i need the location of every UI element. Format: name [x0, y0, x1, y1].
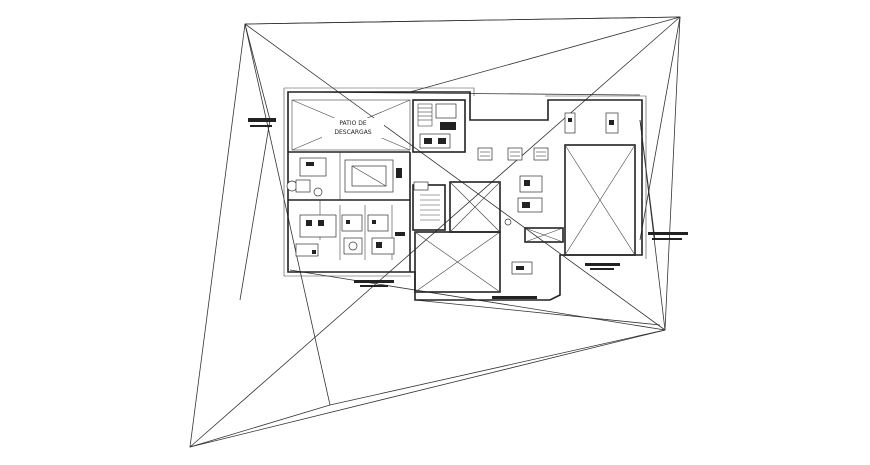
elevator	[435, 103, 457, 119]
dimension-mark	[585, 263, 620, 266]
roof-area-small	[524, 227, 564, 243]
right-equipment	[477, 112, 619, 275]
chair	[286, 180, 298, 192]
hvac-unit	[533, 147, 549, 161]
equipment-unit	[564, 112, 576, 134]
dimension-mark	[360, 285, 388, 287]
hvac-unit	[477, 147, 493, 161]
left-rooms	[286, 151, 411, 272]
roof-area-mid	[449, 181, 501, 233]
stair-walls	[412, 184, 446, 231]
patio-area	[291, 99, 411, 151]
dimension-mark	[590, 268, 614, 270]
dimension-labels	[248, 118, 688, 299]
stair-core-top	[412, 99, 466, 153]
central-stair	[412, 181, 446, 231]
dimension-mark	[250, 125, 272, 127]
restroom-fixture	[341, 214, 363, 232]
dimension-mark	[354, 280, 394, 283]
dimension-mark	[492, 296, 537, 299]
dimension-mark	[652, 238, 682, 240]
hvac-unit	[507, 147, 523, 161]
core-walls	[412, 99, 466, 153]
equipment-block	[440, 122, 456, 130]
roof-area-right	[564, 144, 636, 256]
roof-voids	[414, 144, 636, 293]
patio-label-line1: PATIO DE	[339, 120, 367, 127]
desk	[299, 157, 327, 177]
patio-label-line2: DESCARGAS	[334, 129, 371, 136]
unloading-patio: PATIO DE DESCARGAS	[291, 99, 411, 151]
restroom-fixture	[367, 214, 389, 232]
dimension-mark	[248, 118, 276, 122]
dimension-mark	[648, 232, 688, 235]
